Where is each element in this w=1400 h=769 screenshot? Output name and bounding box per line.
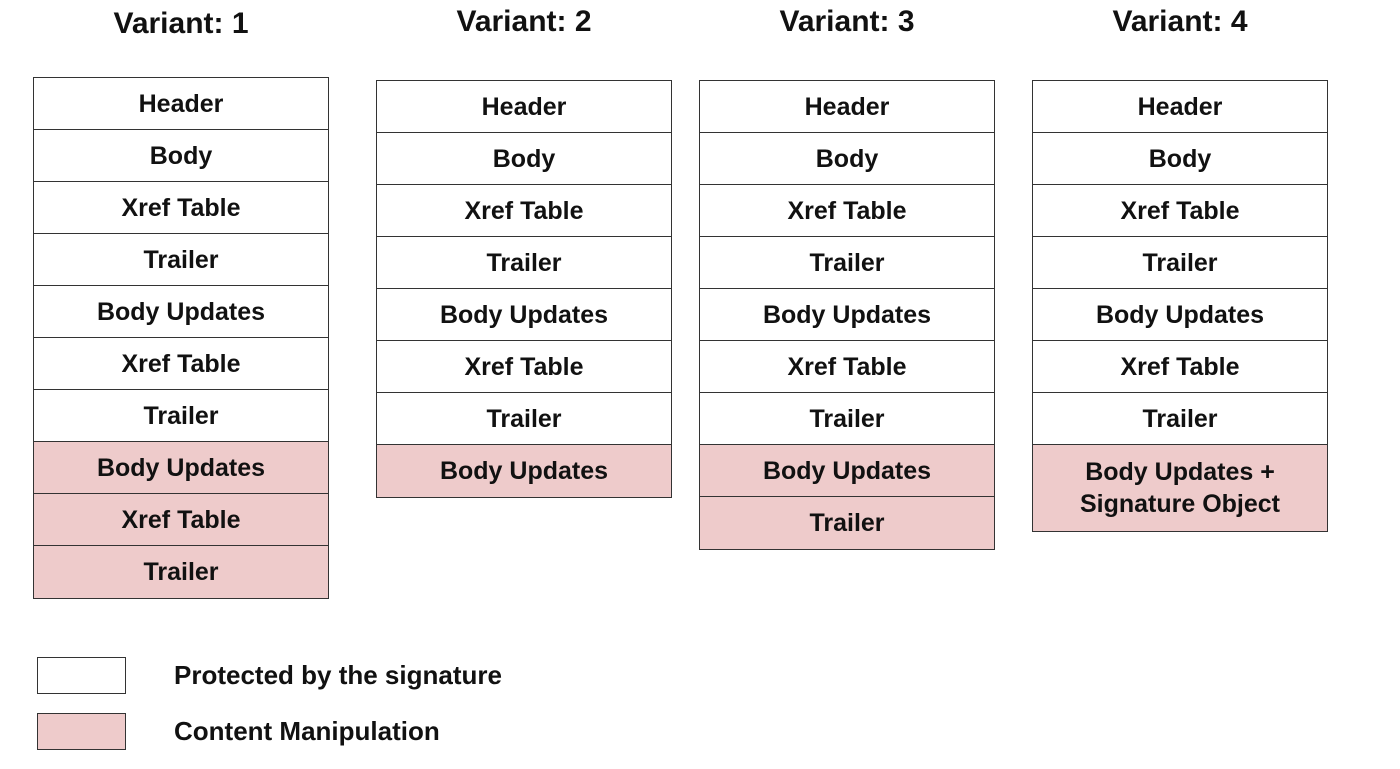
- variant-3-stack: Header Body Xref Table Trailer Body Upda…: [699, 80, 995, 550]
- legend-swatch-protected: [37, 657, 126, 694]
- cell-body-updates-manipulated: Body Updates: [377, 445, 671, 497]
- cell-body-updates: Body Updates: [700, 289, 994, 341]
- cell-trailer: Trailer: [34, 234, 328, 286]
- cell-xref-table: Xref Table: [377, 341, 671, 393]
- variant-1-title: Variant: 1: [113, 7, 249, 40]
- variant-2-title: Variant: 2: [456, 5, 592, 38]
- cell-xref-table: Xref Table: [377, 185, 671, 237]
- legend-label-protected: Protected by the signature: [174, 660, 502, 690]
- cell-body-updates-manipulated: Body Updates: [34, 442, 328, 494]
- cell-trailer-manipulated: Trailer: [700, 497, 994, 549]
- cell-xref-table: Xref Table: [34, 182, 328, 234]
- cell-trailer: Trailer: [700, 237, 994, 289]
- cell-body: Body: [700, 133, 994, 185]
- cell-header: Header: [377, 81, 671, 133]
- cell-trailer: Trailer: [1033, 393, 1327, 445]
- cell-trailer: Trailer: [377, 393, 671, 445]
- cell-body-updates: Body Updates: [1033, 289, 1327, 341]
- cell-body-updates-signature-manipulated: Body Updates + Signature Object: [1033, 445, 1327, 531]
- variant-4-stack: Header Body Xref Table Trailer Body Upda…: [1032, 80, 1328, 532]
- cell-trailer: Trailer: [377, 237, 671, 289]
- cell-body: Body: [34, 130, 328, 182]
- cell-trailer-manipulated: Trailer: [34, 546, 328, 598]
- cell-xref-table: Xref Table: [700, 185, 994, 237]
- cell-trailer: Trailer: [1033, 237, 1327, 289]
- legend-swatch-manipulation: [37, 713, 126, 750]
- cell-header: Header: [700, 81, 994, 133]
- cell-xref-table: Xref Table: [1033, 341, 1327, 393]
- legend-label-manipulation: Content Manipulation: [174, 716, 440, 746]
- cell-body: Body: [377, 133, 671, 185]
- variant-2-stack: Header Body Xref Table Trailer Body Upda…: [376, 80, 672, 498]
- cell-trailer: Trailer: [34, 390, 328, 442]
- cell-body: Body: [1033, 133, 1327, 185]
- cell-header: Header: [34, 78, 328, 130]
- cell-line-1: Body Updates +: [1085, 458, 1275, 486]
- cell-xref-table: Xref Table: [1033, 185, 1327, 237]
- variant-4-title: Variant: 4: [1112, 5, 1248, 38]
- cell-line-2: Signature Object: [1079, 490, 1281, 518]
- variant-3-title: Variant: 3: [779, 5, 915, 38]
- cell-body-updates: Body Updates: [377, 289, 671, 341]
- cell-header: Header: [1033, 81, 1327, 133]
- cell-trailer: Trailer: [700, 393, 994, 445]
- cell-xref-table: Xref Table: [700, 341, 994, 393]
- variant-1-stack: Header Body Xref Table Trailer Body Upda…: [33, 77, 329, 599]
- cell-xref-table: Xref Table: [34, 338, 328, 390]
- cell-xref-table-manipulated: Xref Table: [34, 494, 328, 546]
- cell-body-updates: Body Updates: [34, 286, 328, 338]
- cell-body-updates-manipulated: Body Updates: [700, 445, 994, 497]
